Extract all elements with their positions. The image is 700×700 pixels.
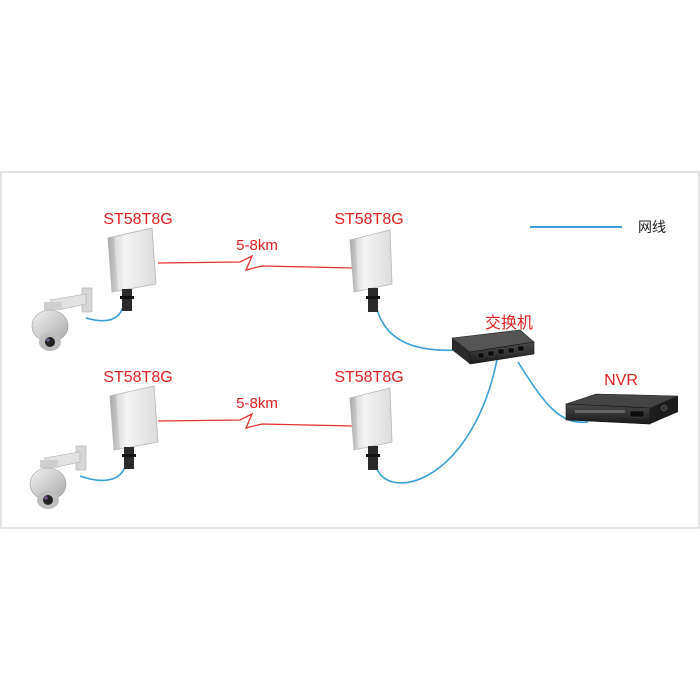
dome-camera-top bbox=[31, 287, 93, 351]
antenna-right-bottom bbox=[349, 387, 393, 470]
cable-antenna-switch-2 bbox=[374, 359, 498, 484]
cable-camera2-antenna bbox=[79, 461, 127, 482]
antenna-label-right-top: ST58T8G bbox=[334, 211, 403, 228]
dome-camera-bottom bbox=[29, 445, 87, 509]
antenna-label-right-bottom: ST58T8G bbox=[334, 369, 403, 386]
antenna-left-top bbox=[107, 227, 157, 311]
network-switch bbox=[451, 329, 535, 365]
legend-label: 网线 bbox=[638, 219, 666, 235]
antenna-label-left-top: ST58T8G bbox=[103, 211, 172, 228]
cable-switch-nvr bbox=[517, 361, 589, 424]
wireless-link-1 bbox=[157, 254, 355, 271]
diagram-frame bbox=[0, 171, 700, 529]
distance-label-1: 5-8km bbox=[236, 237, 278, 254]
antenna-right-top bbox=[349, 229, 393, 312]
nvr-label: NVR bbox=[604, 372, 638, 389]
nvr-recorder bbox=[565, 393, 679, 425]
cable-antenna-switch-1 bbox=[374, 299, 461, 352]
legend: 网线 bbox=[530, 219, 666, 235]
wireless-link-2 bbox=[157, 412, 355, 429]
distance-label-2: 5-8km bbox=[236, 395, 278, 412]
wireless-links bbox=[157, 254, 355, 429]
antenna-left-bottom bbox=[109, 385, 159, 469]
antenna-label-left-bottom: ST58T8G bbox=[103, 369, 172, 386]
switch-label: 交换机 bbox=[485, 314, 533, 332]
